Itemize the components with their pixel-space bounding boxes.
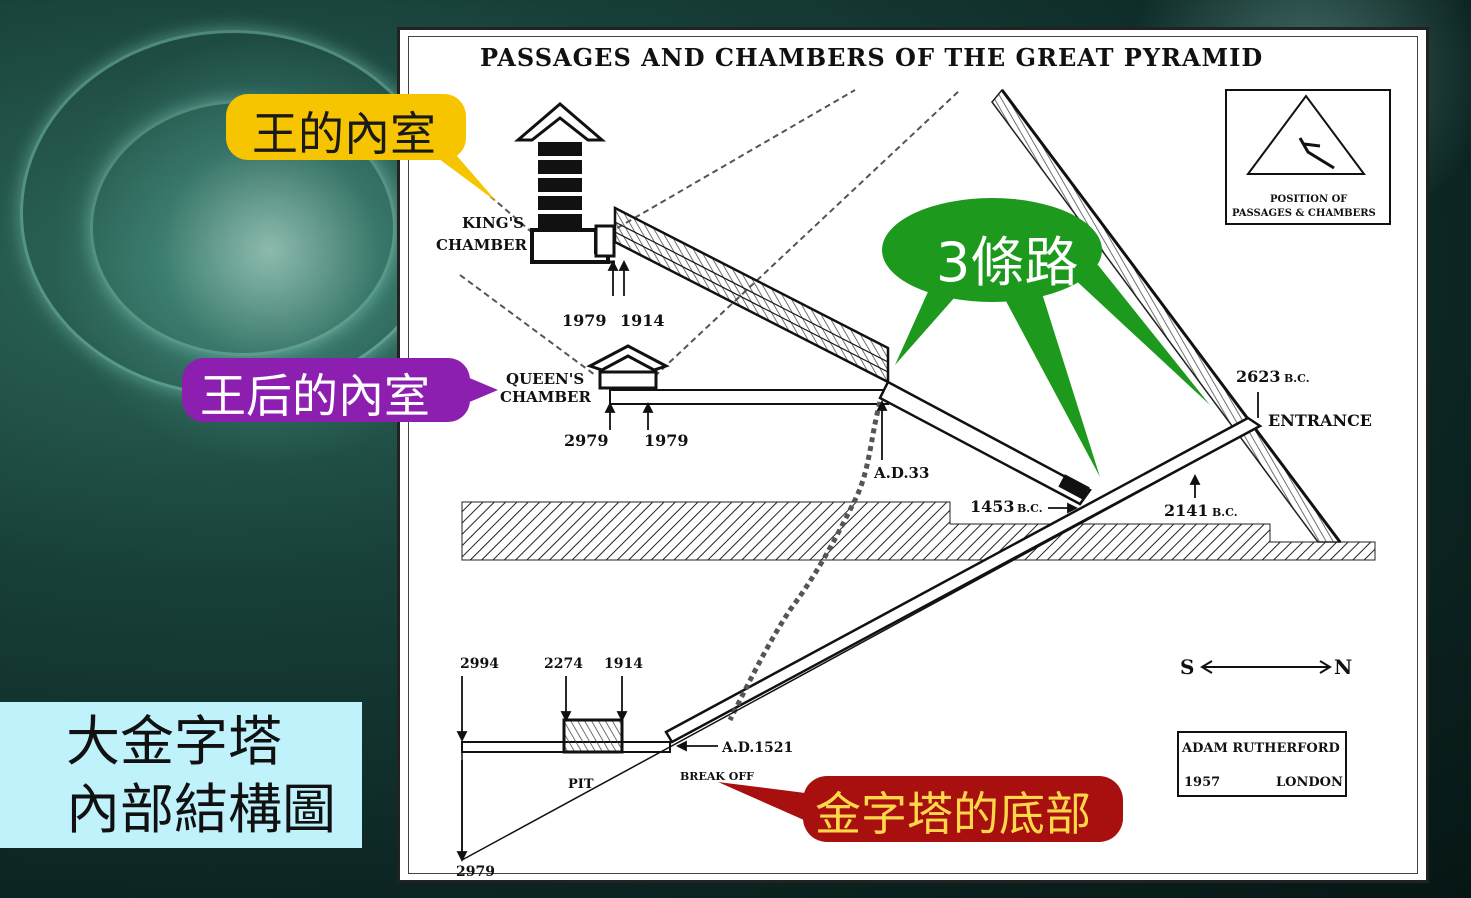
compass-south: S	[1180, 655, 1194, 679]
queens-callout-text: 王后的內室	[200, 369, 430, 423]
relieving-chamber-4	[538, 196, 582, 210]
date-label-2274: 2274	[544, 656, 583, 672]
inset-pyramid-icon	[1246, 94, 1366, 175]
subterranean-chamber-pit	[562, 718, 624, 754]
paths-callout-text: 3條路	[936, 231, 1079, 294]
date-label-1914-top: 1914	[620, 311, 665, 330]
queens-chamber-label-1: QUEEN'S	[506, 370, 584, 388]
diagram-title: PASSAGES AND CHAMBERS OF THE GREAT PYRAM…	[480, 43, 1263, 72]
kings-chamber-label-1: KING'S	[462, 214, 524, 232]
queens-chamber-label-2: CHAMBER	[500, 388, 591, 406]
date-label-1453-bc: B.C.	[1017, 502, 1043, 515]
well-shaft	[727, 401, 883, 722]
kings-chamber-label-2: CHAMBER	[436, 236, 527, 254]
descending-passage	[664, 416, 1263, 744]
base-callout-bubble	[718, 776, 1123, 842]
queens-chamber-roof	[586, 344, 670, 372]
queens-chamber	[598, 370, 658, 390]
ascending-passage	[878, 380, 1092, 506]
date-label-2994: 2994	[460, 656, 499, 672]
break-off-label: BREAK OFF	[680, 770, 754, 783]
pit-label: PIT	[568, 777, 594, 792]
kings-chamber-roof	[513, 102, 607, 142]
queens-south-shaft	[459, 274, 596, 376]
pyramid-north-edge	[1000, 89, 1342, 543]
grand-gallery-line	[614, 221, 889, 363]
granite-plugs	[1058, 474, 1090, 500]
pyramid-diagram-panel: PASSAGES AND CHAMBERS OF THE GREAT PYRAM…	[397, 27, 1429, 883]
inset-caption-2: PASSAGES & CHAMBERS	[1232, 208, 1376, 219]
horizontal-passage	[609, 389, 889, 405]
date-label-2979-bottom: 2979	[456, 864, 495, 880]
date-label-1453: 1453	[970, 497, 1015, 516]
inset-passages-icon	[1298, 137, 1335, 170]
grand-gallery-line-2	[614, 231, 889, 373]
relieving-chamber-5	[538, 214, 582, 228]
kings-callout-text: 王的內室	[252, 107, 436, 161]
compass-north: N	[1334, 655, 1352, 679]
date-label-ad33: A.D.33	[873, 464, 929, 482]
date-label-2623: 2623	[1236, 367, 1281, 386]
date-label-2141-bc: B.C.	[1212, 506, 1238, 519]
pyramid-diagram: PASSAGES AND CHAMBERS OF THE GREAT PYRAM…	[436, 43, 1391, 880]
date-label-2141: 2141	[1164, 501, 1209, 520]
timeline-arrows	[456, 259, 1259, 863]
kings-south-shaft	[459, 169, 536, 236]
info-box-line-2: 內部結構圖	[66, 778, 336, 841]
credit-year: 1957	[1184, 775, 1220, 790]
kings-callout-bubble	[226, 94, 497, 202]
relieving-chamber-1	[538, 142, 582, 156]
info-box-line-1: 大金字塔	[66, 710, 282, 773]
inset-caption-1: POSITION OF	[1270, 194, 1347, 205]
credit-name: ADAM RUTHERFORD	[1181, 741, 1340, 756]
queens-callout-bubble	[182, 358, 498, 422]
base-reference-line	[461, 425, 1261, 861]
compass-arrow-left	[1200, 660, 1213, 674]
compass-arrow-right	[1319, 660, 1332, 674]
date-label-1914-low: 1914	[604, 656, 643, 672]
title-info-box: 大金字塔 內部結構圖	[0, 702, 362, 848]
queens-north-shaft	[639, 89, 961, 391]
paths-callout-bubble	[882, 198, 1210, 477]
date-label-1979-top: 1979	[562, 311, 607, 330]
grand-gallery	[613, 205, 890, 385]
base-callout-text: 金字塔的底部	[815, 787, 1091, 841]
relieving-chamber-2	[538, 160, 582, 174]
credit-box	[1177, 731, 1347, 797]
relieving-chamber-3	[538, 178, 582, 192]
date-label-1979-mid: 1979	[644, 431, 689, 450]
antechamber	[594, 224, 616, 258]
entrance-label: ENTRANCE	[1268, 411, 1372, 430]
date-label-2979-mid: 2979	[564, 431, 609, 450]
credit-city: LONDON	[1276, 775, 1343, 790]
date-label-2623-bc: B.C.	[1284, 372, 1310, 385]
kings-north-shaft	[599, 89, 856, 239]
date-label-ad1521: A.D.1521	[721, 740, 793, 756]
rock-ground-layer	[461, 501, 1376, 561]
diagram-inner-border	[408, 36, 1418, 874]
